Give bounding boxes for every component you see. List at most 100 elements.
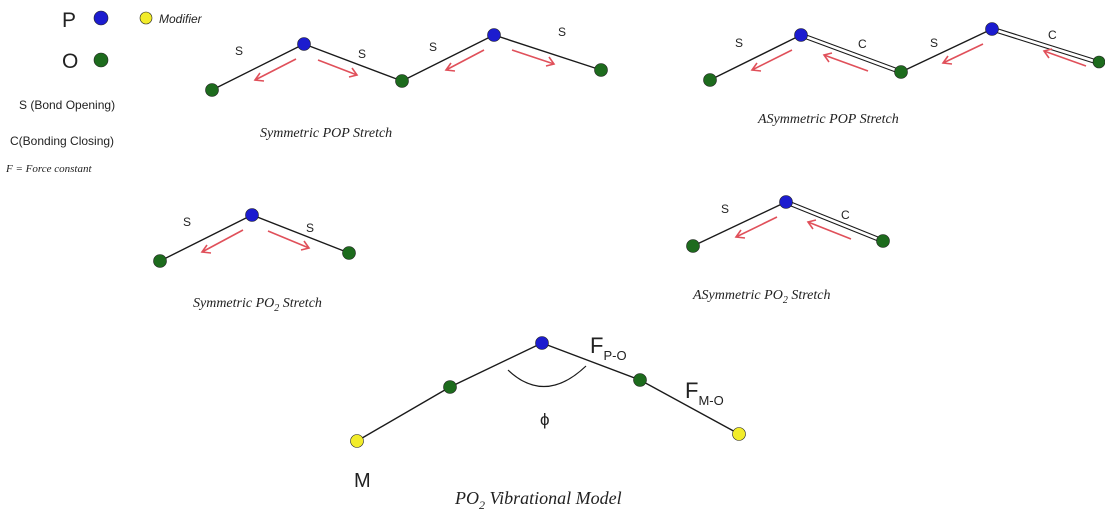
stretch-arrow xyxy=(823,54,869,72)
arrow-head xyxy=(750,62,762,72)
arrow-head xyxy=(348,67,359,78)
symmetric-pop-stretch: S S S S Symmetric POP Stretch xyxy=(205,25,608,141)
stretch-arrow xyxy=(1043,50,1087,67)
bond-label-s: S xyxy=(306,221,314,235)
stretch-arrow xyxy=(317,59,358,76)
legend-modifier-label: Modifier xyxy=(159,12,203,26)
oxygen-atom xyxy=(876,234,890,248)
bond xyxy=(900,28,993,73)
bond-double xyxy=(800,32,902,71)
bond-double xyxy=(800,36,902,75)
oxygen-atom xyxy=(443,380,457,394)
arrow-head xyxy=(941,55,953,65)
stretch-arrow xyxy=(942,43,984,64)
oxygen-atom xyxy=(686,239,700,253)
caption-symmetric-po2: Symmetric PO2 Stretch xyxy=(193,296,322,314)
stretch-arrow xyxy=(445,49,485,71)
po2-vibrational-model: FP-O FM-O ϕ M PO2 Vibrational Model xyxy=(350,333,746,512)
legend-o-letter: O xyxy=(62,50,78,73)
bond-label-s: S xyxy=(558,25,566,39)
caption-po2-vibrational-model: PO2 Vibrational Model xyxy=(454,488,622,512)
stretch-arrow xyxy=(807,221,852,240)
bond xyxy=(639,379,740,435)
oxygen-atom xyxy=(633,373,647,387)
bond-label-c: C xyxy=(841,208,850,222)
asymmetric-po2-stretch: S C ASymmetric PO2 Stretch xyxy=(686,195,890,306)
caption-asymmetric-po2: ASymmetric PO2 Stretch xyxy=(692,288,830,306)
stretch-arrow xyxy=(201,229,244,253)
arrow-head xyxy=(734,229,746,239)
legend-c-label: C(Bonding Closing) xyxy=(10,134,114,148)
caption-symmetric-pop: Symmetric POP Stretch xyxy=(260,126,392,141)
arrow-head xyxy=(300,240,311,251)
bond-double xyxy=(991,30,1101,66)
oxygen-atom xyxy=(1092,55,1105,69)
stretch-arrow xyxy=(511,49,555,65)
bond xyxy=(303,43,403,82)
bond-label-c: C xyxy=(1048,28,1057,42)
phosphorus-atom xyxy=(985,22,999,36)
arrow-head xyxy=(806,219,817,230)
bond xyxy=(356,386,451,442)
oxygen-atom xyxy=(342,246,356,260)
bond xyxy=(709,34,802,81)
angle-phi: ϕ xyxy=(540,410,550,429)
stretch-arrow xyxy=(751,49,793,71)
arrow-head xyxy=(822,52,833,63)
oxygen-atom xyxy=(395,74,409,88)
stretch-arrow xyxy=(254,58,297,81)
bond-double xyxy=(785,203,884,244)
bond xyxy=(251,214,350,254)
bond-label-s: S xyxy=(721,202,729,216)
angle-arc xyxy=(507,365,587,388)
oxygen-atom xyxy=(594,63,608,77)
phosphorus-atom xyxy=(779,195,793,209)
arrow-head xyxy=(253,72,265,82)
bond xyxy=(401,34,495,82)
force-constant-m-o: FM-O xyxy=(685,378,724,408)
bond xyxy=(541,342,641,381)
asymmetric-pop-stretch: S C S C ASymmetric POP Stretch xyxy=(703,22,1105,127)
oxygen-atom xyxy=(205,83,219,97)
bond-label-s: S xyxy=(930,36,938,50)
legend-f-label: F = Force constant xyxy=(5,163,92,175)
modifier-atom xyxy=(350,434,364,448)
oxygen-atom xyxy=(153,254,167,268)
arrow-head xyxy=(545,56,556,67)
legend-p-letter: P xyxy=(62,9,76,32)
bond xyxy=(692,201,787,247)
legend-modifier-atom xyxy=(139,11,153,25)
arrow-head xyxy=(1042,48,1053,59)
legend-oxygen-atom xyxy=(93,52,109,68)
phosphorus-atom xyxy=(245,208,259,222)
bond xyxy=(159,214,253,262)
bond-label-s: S xyxy=(358,47,366,61)
legend: P Modifier O S (Bond Opening) C(Bonding … xyxy=(5,9,203,175)
bond-double xyxy=(991,26,1101,62)
bond-label-s: S xyxy=(183,215,191,229)
bond-label-s: S xyxy=(735,36,743,50)
oxygen-atom xyxy=(703,73,717,87)
legend-s-label: S (Bond Opening) xyxy=(19,98,115,112)
bond-label-s: S xyxy=(429,40,437,54)
modifier-m-label: M xyxy=(354,470,371,492)
stretch-arrow xyxy=(267,230,310,249)
arrow-head xyxy=(200,244,212,254)
caption-asymmetric-pop: ASymmetric POP Stretch xyxy=(757,112,899,127)
modifier-atom xyxy=(732,427,746,441)
oxygen-atom xyxy=(894,65,908,79)
bond-label-s: S xyxy=(235,44,243,58)
force-constant-p-o: FP-O xyxy=(590,333,627,363)
phosphorus-atom xyxy=(794,28,808,42)
symmetric-po2-stretch: S S Symmetric PO2 Stretch xyxy=(153,208,356,314)
phosphorus-atom xyxy=(487,28,501,42)
stretch-arrow xyxy=(735,216,778,238)
phosphorus-atom xyxy=(535,336,549,350)
phosphorus-atom xyxy=(297,37,311,51)
bond xyxy=(211,43,305,91)
bond-label-c: C xyxy=(858,37,867,51)
legend-phosphorus-atom xyxy=(93,10,109,26)
arrow-head xyxy=(444,62,456,72)
bond-double xyxy=(785,199,884,240)
